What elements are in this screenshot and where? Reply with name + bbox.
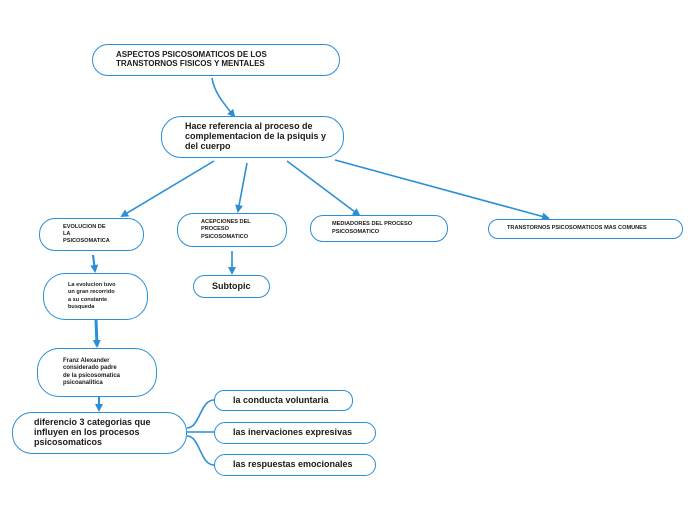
edge-definition-acepciones [235, 162, 248, 213]
edge-definition-mediadores [286, 160, 361, 217]
node-recorrido[interactable]: La evolucion tuvo un gran recorrido a su… [43, 273, 148, 320]
node-transtornos[interactable]: TRANSTORNOS PSICOSOMATICOS MAS COMUNES [488, 219, 683, 239]
node-mediadores[interactable]: MEDIADORES DEL PROCESO PSICOSOMATICO [310, 215, 448, 242]
node-categorias[interactable]: diferencio 3 categorias que influyen en … [12, 412, 187, 454]
node-acepciones[interactable]: ACEPCIONES DEL PROCESO PSICOSOMATICO [177, 213, 287, 247]
edge-definition-evolucion [120, 160, 215, 218]
node-conducta-label: la conducta voluntaria [233, 394, 329, 405]
node-root-label: ASPECTOS PSICOSOMATICOS DE LOS TRANSTORN… [116, 50, 267, 68]
node-evolucion[interactable]: EVOLUCION DE LA PSICOSOMATICA [39, 218, 144, 251]
node-respuestas[interactable]: las respuestas emocionales [214, 454, 376, 476]
node-categorias-label: diferencio 3 categorias que influyen en … [34, 417, 151, 447]
edge-categorias-conducta [186, 399, 215, 429]
node-inervaciones-label: las inervaciones expresivas [233, 427, 353, 438]
node-franz[interactable]: Franz Alexander considerado padre de la … [37, 348, 157, 397]
node-definition[interactable]: Hace referencia al proceso de complement… [161, 116, 344, 158]
node-root[interactable]: ASPECTOS PSICOSOMATICOS DE LOS TRANSTORN… [92, 44, 340, 76]
node-respuestas-label: las respuestas emocionales [233, 459, 353, 470]
edge-recorrido-franz [92, 319, 101, 348]
edge-definition-transtornos [334, 159, 550, 221]
edge-evolucion-recorrido [90, 254, 99, 273]
edge-root-definition [211, 77, 236, 118]
node-transtornos-label: TRANSTORNOS PSICOSOMATICOS MAS COMUNES [507, 225, 647, 232]
node-definition-label: Hace referencia al proceso de complement… [185, 121, 327, 151]
edge-categorias-respuestas [186, 435, 215, 466]
node-acepciones-label: ACEPCIONES DEL PROCESO PSICOSOMATICO [201, 219, 251, 240]
node-subtopic-label: Subtopic [212, 280, 251, 291]
node-evolucion-label: EVOLUCION DE LA PSICOSOMATICA [63, 223, 110, 245]
node-subtopic[interactable]: Subtopic [193, 275, 270, 298]
node-recorrido-label: La evolucion tuvo un gran recorrido a su… [68, 281, 116, 310]
node-conducta[interactable]: la conducta voluntaria [214, 390, 353, 411]
node-franz-label: Franz Alexander considerado padre de la … [63, 357, 121, 387]
node-mediadores-label: MEDIADORES DEL PROCESO PSICOSOMATICO [332, 221, 413, 235]
node-inervaciones[interactable]: las inervaciones expresivas [214, 422, 376, 444]
